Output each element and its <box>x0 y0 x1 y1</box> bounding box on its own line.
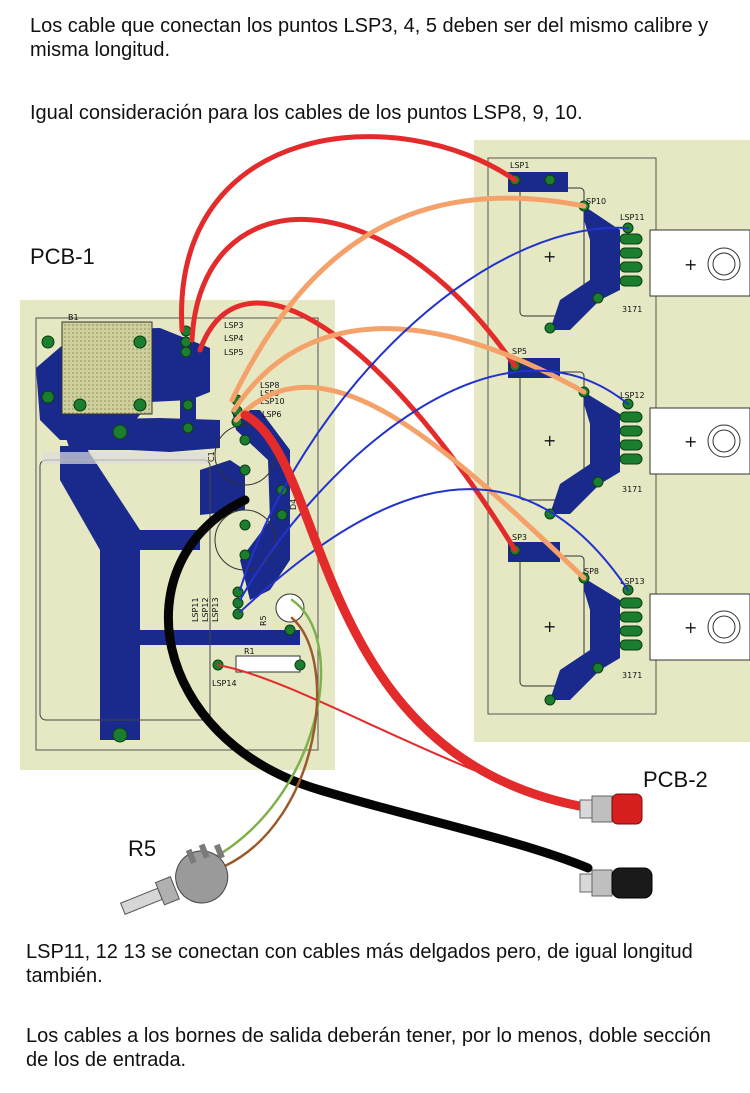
pcb2-module-3: + + SP3 SP8 LSP13 3171 <box>508 533 750 706</box>
pcb1-r1: R1 <box>244 647 255 656</box>
pcb2-board: + + LSP1 SP10 LSP11 3171 + <box>474 140 750 742</box>
note-bottom-2: Los cables a los bornes de salida deberá… <box>26 1025 711 1071</box>
wire-orange-lsp9 <box>231 326 587 413</box>
svg-text:+: + <box>543 247 556 266</box>
pcb2-label: PCB-2 <box>643 767 708 792</box>
wire-red-output <box>240 410 595 813</box>
wire-orange-lsp10 <box>233 384 587 581</box>
pcb1-lsp11: LSP11 <box>191 597 200 622</box>
pcb1-r5: R5 <box>259 615 268 626</box>
pcb2-sp8: SP8 <box>584 567 599 576</box>
pcb1-lsp8: LSP8 <box>260 381 279 390</box>
r5-label: R5 <box>128 836 157 861</box>
pcb1-lsp14: LSP14 <box>212 679 237 688</box>
b1-label: B1 <box>68 313 79 322</box>
pcb2-lsp5: SP5 <box>512 347 527 356</box>
pcb1-lsp6: LSP6 <box>262 410 281 419</box>
svg-text:+: + <box>543 431 556 450</box>
pcb2-chip-1: 3171 <box>622 305 642 314</box>
wire-orange-lsp8 <box>229 195 587 403</box>
pcb1-lsp13: LSP13 <box>211 597 220 622</box>
svg-text:+: + <box>543 617 556 636</box>
pcb2-chip-2: 3171 <box>622 485 642 494</box>
pcb1-lsp5: LSP5 <box>224 348 243 357</box>
pcb2-chip-3: 3171 <box>622 671 642 680</box>
wire-brown-pot <box>223 616 319 868</box>
pcb2-lsp3: SP3 <box>512 533 527 542</box>
pcb2-lsp11: LSP11 <box>620 213 645 222</box>
pcb1-board: B1 LSP3 LSP4 LSP5 LSP8 LSP9 LSP10 LSP <box>20 300 335 770</box>
output-terminal-black <box>579 867 653 899</box>
wire-blue-lsp12 <box>239 369 629 601</box>
pcb1-lsp12: LSP12 <box>201 597 210 622</box>
svg-text:+: + <box>684 432 697 451</box>
svg-text:+: + <box>684 618 697 637</box>
pcb1-c1: C1 <box>207 451 216 462</box>
svg-text:+: + <box>684 255 697 274</box>
wire-blue-lsp11 <box>239 226 629 591</box>
potentiometer-r5 <box>119 843 229 915</box>
note-top-1: Los cable que conectan los puntos LSP3, … <box>30 15 709 61</box>
output-terminal-red <box>579 793 643 825</box>
wire-red-lsp3 <box>179 134 518 333</box>
pcb1-label: PCB-1 <box>30 244 95 269</box>
pcb2-lsp13: LSP13 <box>620 577 645 586</box>
wire-red-lsp14 <box>217 664 591 811</box>
wire-black-output <box>164 495 593 873</box>
note-bottom-1: LSP11, 12 13 se conectan con cables más … <box>26 941 693 987</box>
wire-red-lsp4 <box>189 216 518 369</box>
pcb1-lsp4: LSP4 <box>224 334 243 343</box>
pcb1-lsp3: LSP3 <box>224 321 243 330</box>
wire-blue-lsp13 <box>239 488 629 613</box>
pcb2-lsp1: LSP1 <box>510 161 529 170</box>
pcb2-lsp10: SP10 <box>586 197 606 206</box>
pcb1-lsp10: LSP10 <box>260 397 285 406</box>
pcb2-lsp12: LSP12 <box>620 391 645 400</box>
pcb1-d4: D4 <box>289 499 298 510</box>
note-top-2: Igual consideración para los cables de l… <box>30 102 583 124</box>
wire-green-pot <box>208 598 323 862</box>
